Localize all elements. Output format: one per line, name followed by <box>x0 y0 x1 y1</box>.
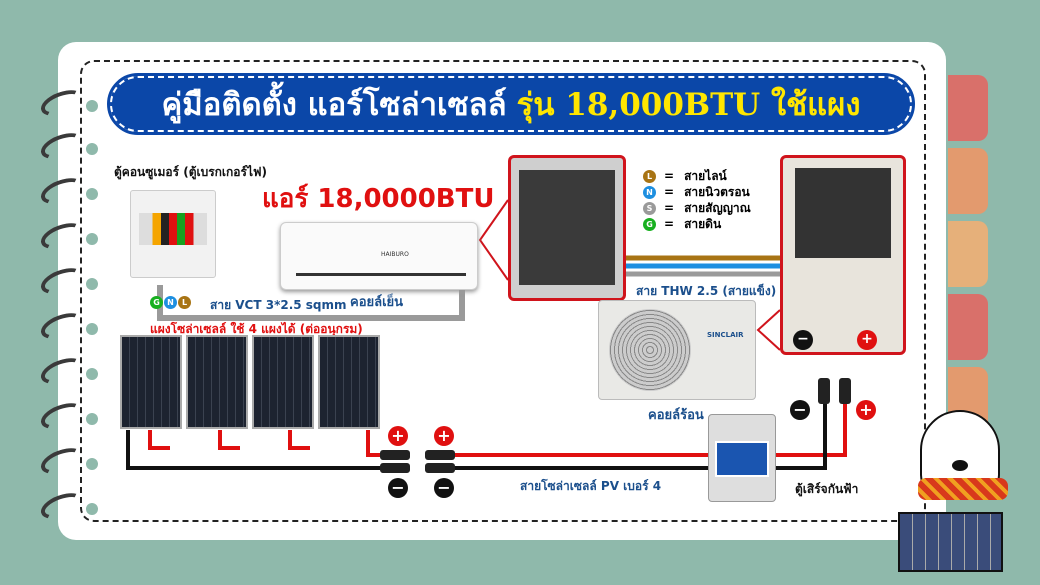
indoor-unit-label: คอยล์เย็น <box>350 295 404 310</box>
binder-hole <box>86 368 98 380</box>
pv-black-wires <box>126 400 827 470</box>
legend-text: สายสัญญาณ <box>684 200 751 215</box>
dashed-border <box>80 60 926 522</box>
minus-icon: − <box>790 400 810 420</box>
outdoor-terminal-photo: − + <box>780 155 906 355</box>
legend-equals: = <box>664 201 675 215</box>
legend-item: G = สายดิน <box>643 216 751 232</box>
binder-hole <box>86 278 98 290</box>
binder-hole <box>86 413 98 425</box>
wire-tags: G N L <box>150 296 191 309</box>
binder-hole <box>86 503 98 515</box>
plus-icon: + <box>388 426 408 446</box>
pv-red-wires <box>148 400 847 457</box>
binder-hole <box>86 233 98 245</box>
outdoor-unit-image: SINCLAIR <box>598 300 756 400</box>
panels-label: แผงโซล่าเซลล์ ใช้ 4 แผงได้ (ต่ออนุกรม) <box>150 322 363 336</box>
side-tab <box>948 75 988 141</box>
legend-dot: L <box>643 169 656 183</box>
solar-panel <box>318 335 380 429</box>
solar-panel <box>120 335 182 429</box>
outdoor-unit-label: คอยล์ร้อน <box>648 408 704 423</box>
legend-text: สายดิน <box>684 216 722 231</box>
indoor-brand: HAIBURO <box>381 251 409 258</box>
pointer-outdoor <box>756 309 781 351</box>
plus-icon: + <box>856 400 876 420</box>
legend-item: N = สายนิวตรอน <box>643 184 751 200</box>
mascot-solar-panel <box>898 512 1003 572</box>
legend-dot: G <box>643 217 656 231</box>
tag-line: L <box>178 296 191 309</box>
minus-icon: − <box>434 478 454 498</box>
legend-equals: = <box>664 217 675 231</box>
aircon-heading: แอร์ 18,0000BTU <box>262 184 495 214</box>
minus-icon: − <box>793 330 813 350</box>
legend-equals: = <box>664 169 675 183</box>
surge-box-image <box>708 414 776 502</box>
indoor-unit-image: HAIBURO <box>280 222 478 290</box>
tag-neutral: N <box>164 296 177 309</box>
binder-hole <box>86 188 98 200</box>
legend-equals: = <box>664 185 675 199</box>
mc4-connectors <box>380 378 851 473</box>
binder-hole <box>86 458 98 470</box>
side-tab <box>948 221 988 287</box>
indoor-terminal-photo <box>508 155 626 301</box>
vct-cable-label: สาย VCT 3*2.5 sqmm <box>210 298 347 312</box>
title-white: คู่มือติดตั้ง แอร์โซล่าเซลล์ <box>161 87 507 123</box>
legend-item: S = สายสัญญาณ <box>643 200 751 216</box>
scarf <box>918 478 1008 500</box>
wire-legend: L = สายไลน์ N = สายนิวตรอน S = สายสัญญาณ G = สายดิน <box>643 168 751 232</box>
page-title: คู่มือติดตั้ง แอร์โซล่าเซลล์ รุ่น 18,000… <box>107 73 915 135</box>
consumer-unit-label: ตู้คอนซูเมอร์ (ตู้เบรกเกอร์ไฟ) <box>114 165 267 179</box>
title-yellow: รุ่น 18,000BTU ใช้แผง <box>516 87 861 123</box>
side-tab <box>948 294 988 360</box>
pv-cable-label: สายโซล่าเซลล์ PV เบอร์ 4 <box>520 479 662 493</box>
tag-ground: G <box>150 296 163 309</box>
consumer-unit-image <box>130 190 216 278</box>
thw-cable-label: สาย THW 2.5 (สายแข็ง) <box>636 284 777 298</box>
minus-icon: − <box>388 478 408 498</box>
pointer-indoor <box>478 199 509 281</box>
binder-hole <box>86 100 98 112</box>
plus-icon: + <box>434 426 454 446</box>
solar-panel <box>186 335 248 429</box>
legend-text: สายไลน์ <box>684 168 727 183</box>
legend-dot: S <box>643 201 656 215</box>
legend-text: สายนิวตรอน <box>684 184 750 199</box>
solar-panel <box>252 335 314 429</box>
side-tab <box>948 148 988 214</box>
binder-hole <box>86 143 98 155</box>
outdoor-brand: SINCLAIR <box>707 331 744 339</box>
legend-item: L = สายไลน์ <box>643 168 751 184</box>
legend-dot: N <box>643 185 656 199</box>
surge-box-label: ตู้เสิร์จกันฟ้า <box>795 482 859 496</box>
plus-icon: + <box>857 330 877 350</box>
binder-hole <box>86 323 98 335</box>
